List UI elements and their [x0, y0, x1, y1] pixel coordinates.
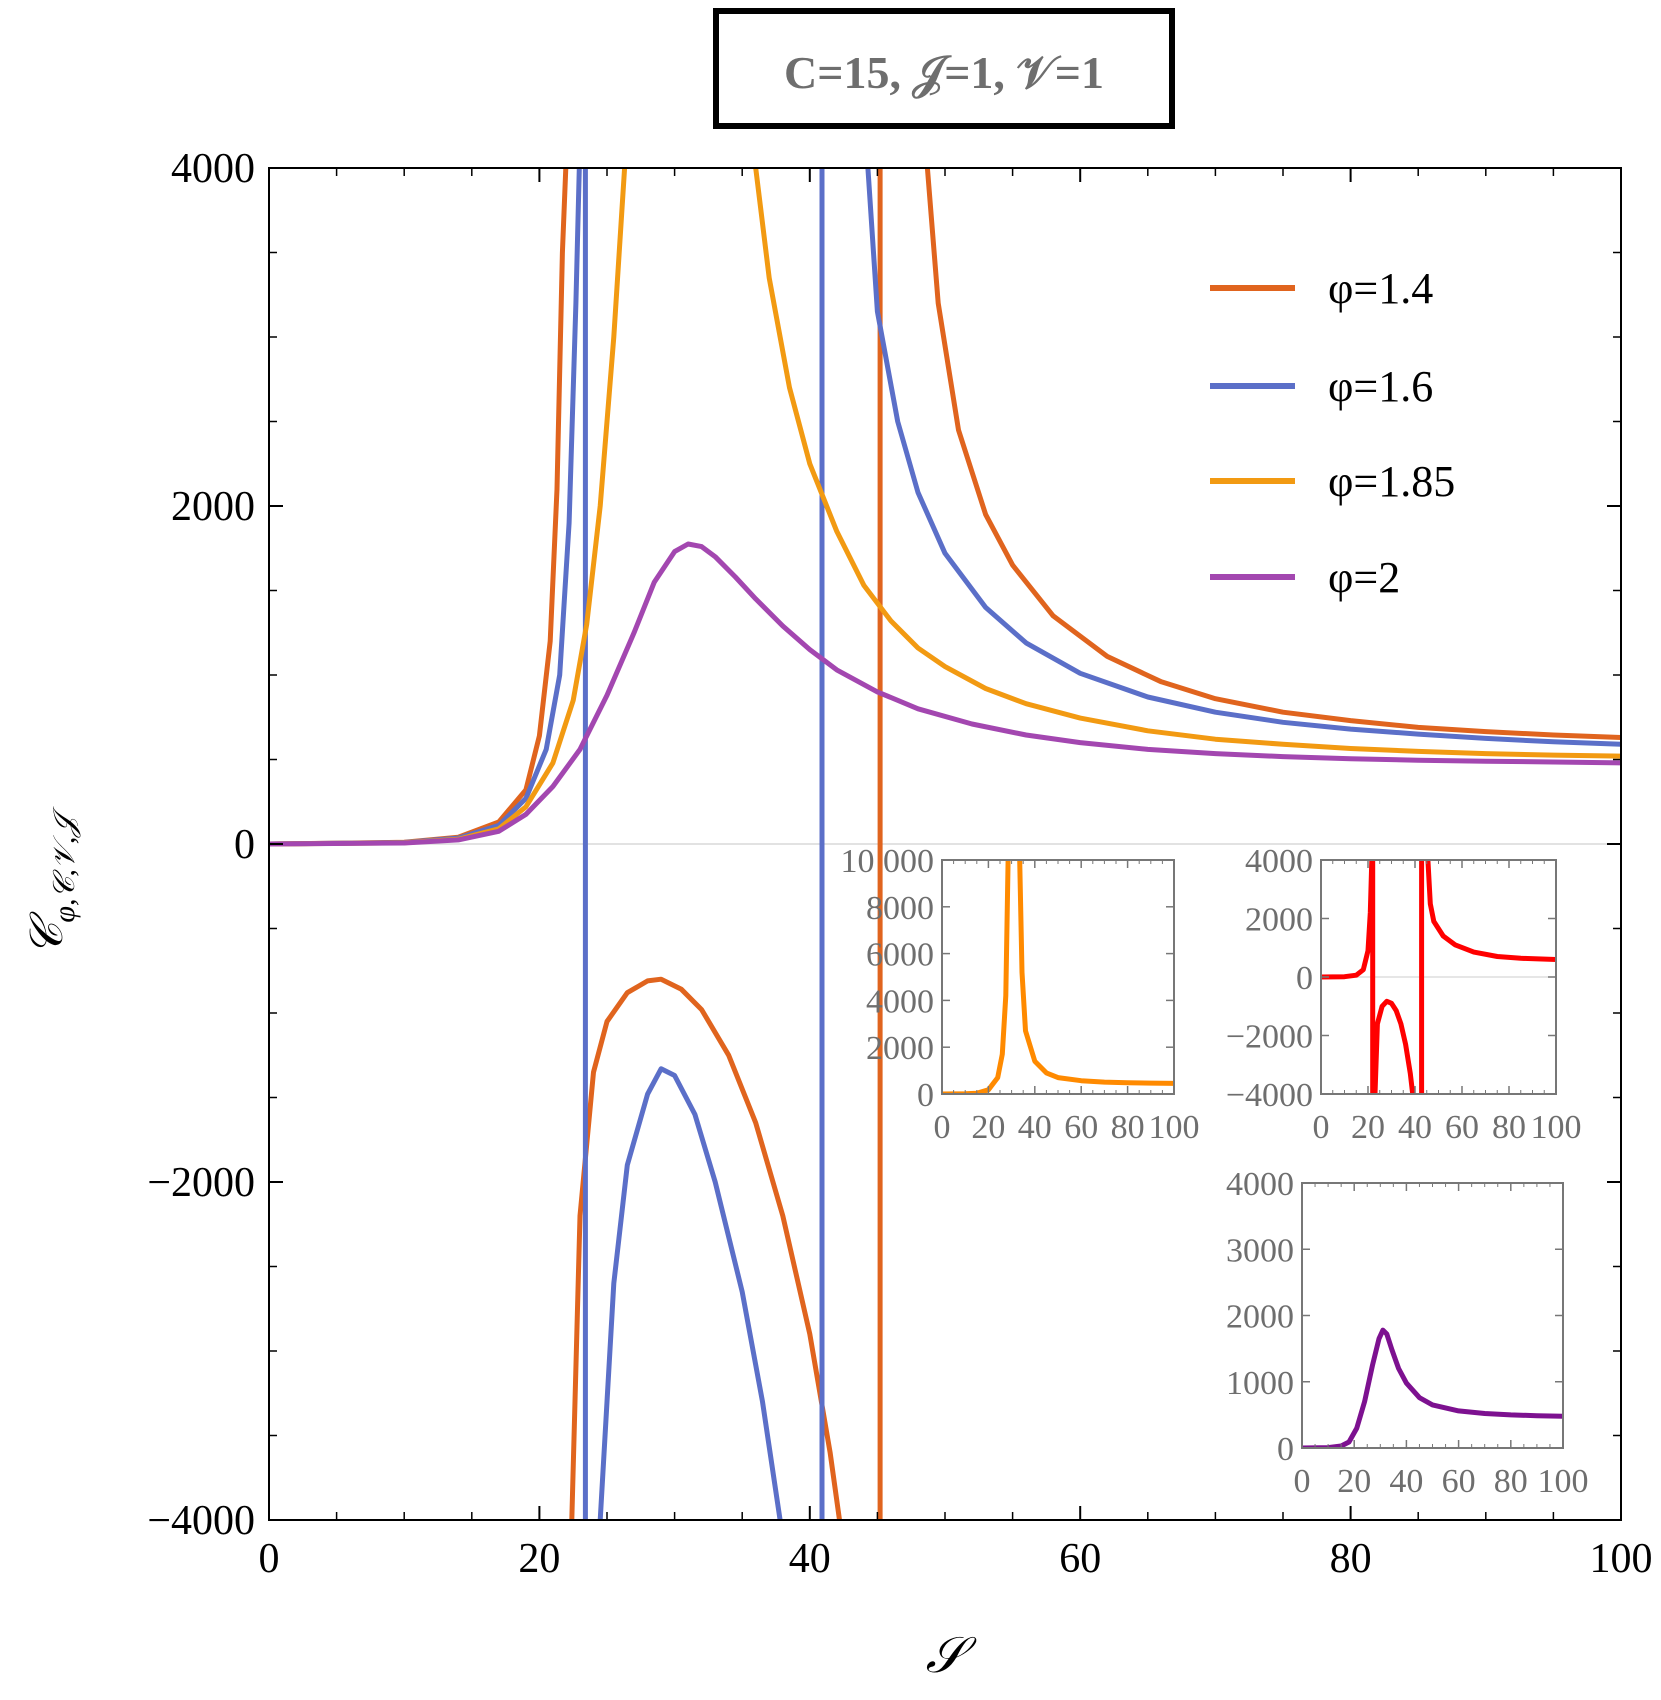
chart-title: C=15, 𝒥=1, 𝒱=1	[784, 47, 1104, 99]
inset-x-tick-label: 40	[1018, 1109, 1052, 1146]
y-axis-label: 𝒞φ,𝒞,𝒱,𝒥	[21, 806, 81, 957]
legend-label-3: φ=1.85	[1328, 457, 1455, 506]
inset-x-tick-label: 0	[1313, 1109, 1330, 1146]
inset-x-tick-label: 40	[1398, 1109, 1432, 1146]
inset-background	[942, 860, 1174, 1094]
inset-y-tick-label: 1000	[1226, 1365, 1294, 1402]
inset-x-tick-label: 60	[1064, 1109, 1098, 1146]
inset-x-tick-label: 100	[1531, 1109, 1582, 1146]
inset-x-tick-label: 20	[971, 1109, 1005, 1146]
inset-y-tick-label: 0	[917, 1077, 934, 1114]
svg-text:𝒞φ,𝒞,𝒱,𝒥: 𝒞φ,𝒞,𝒱,𝒥	[21, 806, 81, 957]
inset-y-tick-label: 2000	[866, 1030, 934, 1067]
legend-label-1: φ=1.4	[1328, 264, 1433, 313]
main-ticks-layer	[268, 167, 1622, 1521]
inset-y-tick-label: 4000	[1226, 1166, 1294, 1203]
legend: φ=1.4 φ=1.6 φ=1.85 φ=2	[1210, 264, 1455, 602]
series-line-2	[269, 168, 1621, 1520]
inset-x-tick-label: 40	[1389, 1463, 1423, 1500]
y-tick-label: 0	[234, 822, 255, 868]
y-tick-label: 4000	[171, 146, 255, 192]
inset-x-tick-label: 0	[934, 1109, 951, 1146]
inset-x-tick-label: 60	[1445, 1109, 1479, 1146]
inset-y-tick-label: 2000	[1226, 1299, 1294, 1336]
inset-x-tick-label: 20	[1337, 1463, 1371, 1500]
inset-y-tick-label: −2000	[1226, 1019, 1313, 1056]
inset-y-tick-label: −4000	[1226, 1077, 1313, 1114]
inset-y-tick-label: 6000	[866, 937, 934, 974]
inset-y-tick-label: 2000	[1245, 902, 1313, 939]
inset-x-tick-label: 0	[1294, 1463, 1311, 1500]
inset-y-tick-label: 4000	[866, 983, 934, 1020]
inset-series-line	[1302, 1327, 1563, 1448]
x-tick-label: 40	[789, 1536, 831, 1582]
inset-x-tick-label: 80	[1494, 1463, 1528, 1500]
x-tick-label: 60	[1059, 1536, 1101, 1582]
x-tick-label: 80	[1330, 1536, 1372, 1582]
x-tick-label: 0	[259, 1536, 280, 1582]
inset-x-tick-label: 20	[1351, 1109, 1385, 1146]
inset-x-tick-label: 60	[1442, 1463, 1476, 1500]
y-tick-label: −4000	[147, 1498, 255, 1544]
title-box: C=15, 𝒥=1, 𝒱=1	[713, 8, 1175, 129]
legend-label-2: φ=1.6	[1328, 362, 1433, 411]
x-tick-label: 100	[1590, 1536, 1653, 1582]
inset-y-tick-label: 0	[1296, 960, 1313, 997]
inset-x-tick-label: 80	[1111, 1109, 1145, 1146]
inset-background	[1302, 1183, 1563, 1448]
inset-series-line	[1321, 860, 1556, 1094]
title-frame	[713, 8, 1175, 129]
inset-y-tick-label: 4000	[1245, 843, 1313, 880]
inset-y-tick-label: 3000	[1226, 1232, 1294, 1269]
series-line-1	[269, 168, 1621, 1520]
y-tick-label: −2000	[147, 1160, 255, 1206]
inset-y-tick-label: 10 000	[841, 843, 935, 880]
x-tick-label: 20	[518, 1536, 560, 1582]
inset-y-tick-label: 0	[1277, 1431, 1294, 1468]
main-series-layer	[269, 168, 1621, 1520]
inset-y-tick-label: 8000	[866, 890, 934, 927]
inset-x-tick-label: 100	[1538, 1463, 1589, 1500]
x-axis-label: 𝒮	[926, 1627, 978, 1683]
y-tick-label: 2000	[171, 484, 255, 530]
legend-label-4: φ=2	[1328, 553, 1400, 602]
inset-x-tick-label: 80	[1492, 1109, 1526, 1146]
series-line-4	[269, 541, 1621, 847]
y-axis-label-sub: φ,𝒞,𝒱,𝒥	[48, 806, 81, 923]
inset-x-tick-label: 100	[1149, 1109, 1200, 1146]
